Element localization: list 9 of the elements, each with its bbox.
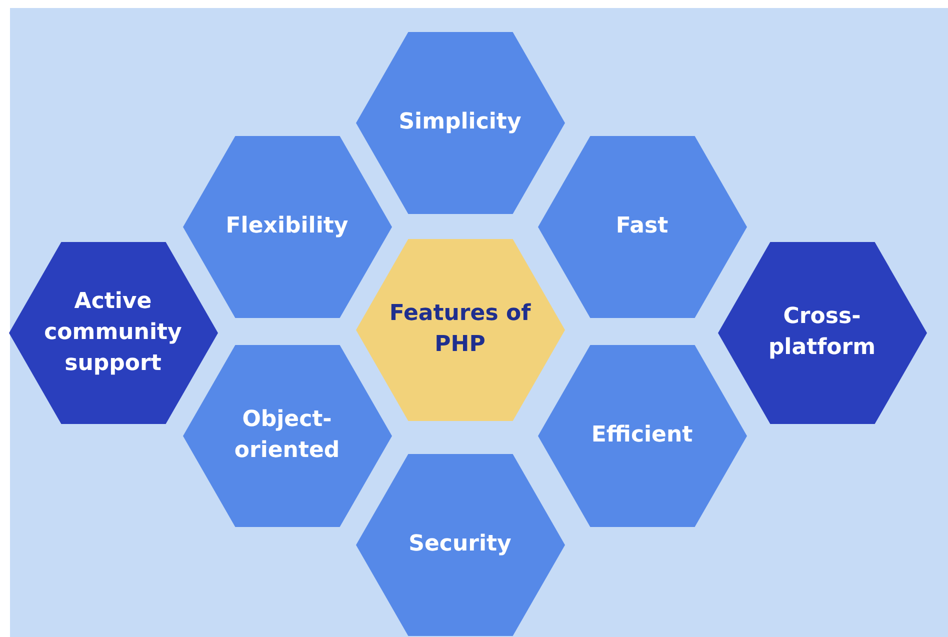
hexagon-label: Active community support (43, 288, 183, 378)
hexagon-label: Features of PHP (388, 300, 532, 359)
hexagon-label: Object-oriented (233, 406, 341, 465)
hexagon-label: Cross-platform (767, 303, 877, 362)
hexagon-label: Flexibility (224, 212, 350, 241)
hexagon-label: Efficient (590, 422, 694, 450)
hexagon-label: Fast (614, 212, 670, 241)
hexagon-label: Simplicity (398, 108, 522, 137)
hexagon-label: Security (408, 530, 512, 559)
